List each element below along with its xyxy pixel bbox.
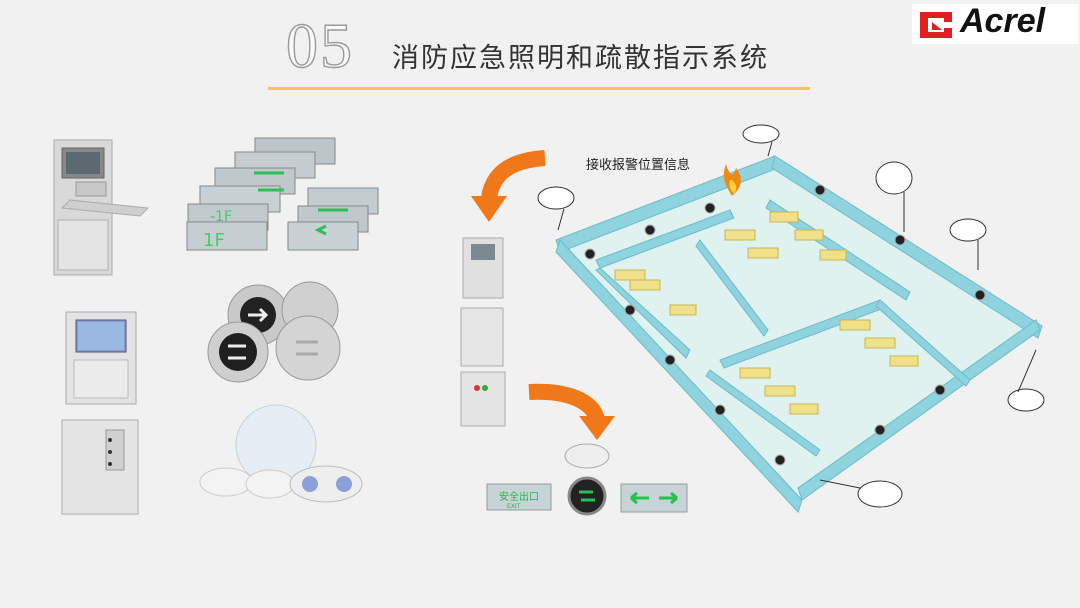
svg-text:EXIT: EXIT xyxy=(507,503,521,510)
svg-text:安全出口: 安全出口 xyxy=(499,490,539,503)
inner-walls xyxy=(595,199,971,457)
bidirectional-sign xyxy=(620,483,688,513)
floor-label-1f: 1F xyxy=(203,230,225,251)
round-exit-indicator xyxy=(567,476,607,516)
slide-title: 消防应急照明和疏散指示系统 xyxy=(392,43,769,74)
exit-sign: 安全出口 EXIT xyxy=(486,483,552,511)
outer-walls xyxy=(555,155,1043,513)
alarm-callout-text: 接收报警位置信息 xyxy=(586,157,691,172)
orange-arrow-bottom xyxy=(528,383,615,440)
middle-flow-panel: 安全出口 EXIT xyxy=(460,150,688,516)
fire-icon xyxy=(723,164,741,196)
floor-plan-diagram xyxy=(537,124,1045,513)
sign-callouts xyxy=(537,124,1045,508)
exit-indicator-markers xyxy=(584,184,986,466)
left-device-panel: 1F -1F xyxy=(53,137,379,515)
round-direction-signs xyxy=(207,281,341,383)
brand-name: Acrel xyxy=(960,2,1046,40)
power-supply-box xyxy=(61,419,139,515)
orange-arrow-top xyxy=(471,150,546,222)
cabinet-small-2 xyxy=(460,371,506,427)
cabinet-small-1 xyxy=(460,307,504,367)
distribution-box xyxy=(65,311,137,405)
furniture-blocks xyxy=(614,211,919,415)
twin-spot-lamp xyxy=(564,443,610,469)
emergency-lamps xyxy=(199,404,363,503)
floor-indicator-signs: 1F -1F xyxy=(186,137,379,251)
brand-logo xyxy=(912,4,1078,44)
monitoring-console xyxy=(53,139,150,276)
floor-label-b1: -1F xyxy=(210,209,232,225)
acrel-logo-icon xyxy=(920,12,952,38)
title-underline xyxy=(268,87,810,90)
slide-number: 05 xyxy=(285,10,354,81)
